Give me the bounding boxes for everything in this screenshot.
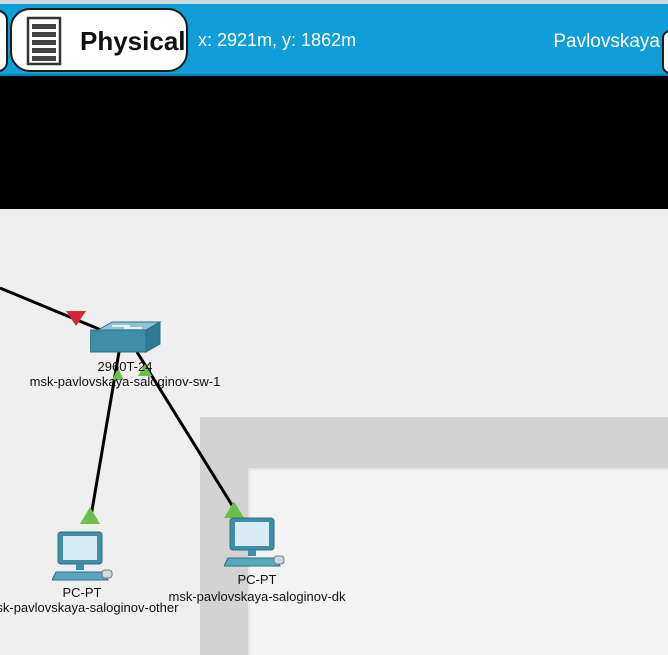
pc-icon[interactable]: [52, 530, 116, 584]
canvas-banner: [0, 76, 668, 209]
link-sw-to-dk[interactable]: [135, 351, 242, 519]
link-status-up-icon: [80, 507, 100, 524]
link-uplink[interactable]: [0, 286, 107, 334]
pc-other-name-label: msk-pavlovskaya-saloginov-other: [0, 600, 179, 615]
link-status-up-icon: [112, 368, 124, 380]
pc-icon[interactable]: [224, 516, 288, 570]
pc-dk-model-label: PC-PT: [237, 572, 277, 587]
cursor-coordinates: x: 2921m, y: 1862m: [198, 30, 357, 50]
room-floor: [248, 468, 668, 655]
link-status-down-icon: [66, 311, 86, 326]
rack-icon: [26, 16, 62, 66]
physical-toolbar: Physical x: 2921m, y: 1862m Pavlovskaya: [0, 0, 668, 76]
link-status-up-icon: [224, 501, 244, 518]
pc-dk-name-label: msk-pavlovskaya-saloginov-dk: [168, 589, 346, 604]
link-status-up-icon: [138, 364, 152, 376]
switch-name-label: msk-pavlovskaya-saloginov-sw-1: [29, 374, 221, 389]
location-name: Pavlovskaya: [553, 31, 660, 52]
switch-model-label: 2960T-24: [97, 359, 153, 374]
mode-label: Physical: [80, 26, 186, 56]
pc-other-model-label: PC-PT: [62, 585, 102, 600]
link-sw-to-other[interactable]: [88, 351, 121, 523]
physical-mode-button[interactable]: Physical: [10, 8, 188, 72]
switch-icon[interactable]: [90, 320, 162, 356]
